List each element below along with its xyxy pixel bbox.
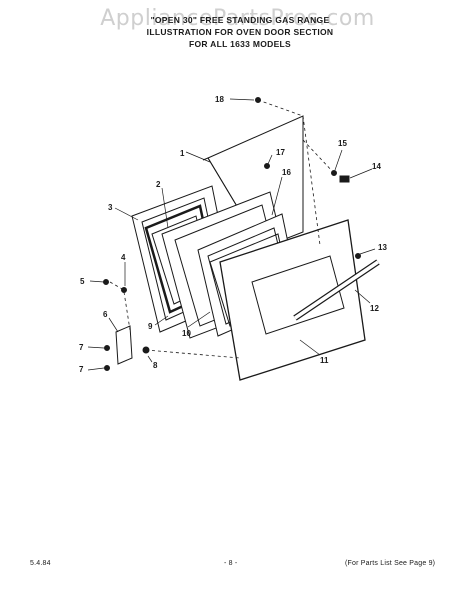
callout-11: 11 — [320, 356, 329, 365]
callout-5: 5 — [80, 277, 85, 286]
callout-13: 13 — [378, 243, 387, 252]
callout-12: 12 — [370, 304, 379, 313]
title-line-3: FOR ALL 1633 MODELS — [188, 39, 292, 49]
callout-9: 9 — [148, 322, 153, 331]
footer-page-number: - 8 - — [224, 560, 238, 567]
part-screw-13 — [355, 253, 361, 259]
part-screw-4 — [121, 287, 127, 293]
callout-8: 8 — [153, 361, 158, 370]
callout-14: 14 — [372, 162, 381, 171]
callout-4: 4 — [121, 253, 126, 262]
part-outer-door-window — [251, 255, 345, 335]
callout-15: 15 — [338, 139, 347, 148]
watermark-logo: AppliancePartsPros.com — [100, 6, 375, 31]
part-screw-7a — [104, 345, 110, 351]
title-line-1: "OPEN 30" FREE STANDING GAS RANGE — [150, 15, 330, 25]
callout-18: 18 — [215, 95, 224, 104]
part-screw-17 — [264, 163, 270, 169]
callout-7-upper: 7 — [79, 343, 84, 352]
assembly-lines — [109, 99, 335, 359]
footer-date: 5.4.84 — [30, 560, 51, 567]
callout-7-lower: 7 — [79, 365, 84, 374]
footer-parts-list-note: (For Parts List See Page 9) — [345, 560, 436, 567]
part-screw-7b — [104, 365, 110, 371]
part-clip-14 — [339, 175, 350, 183]
part-door-handle-shade — [294, 260, 379, 320]
callout-3: 3 — [108, 203, 113, 212]
part-screw-5 — [103, 279, 109, 285]
title-line-2: ILLUSTRATION FOR OVEN DOOR SECTION — [146, 27, 334, 37]
callout-17: 17 — [276, 148, 285, 157]
callout-16: 16 — [282, 168, 291, 177]
diagram-title: "OPEN 30" FREE STANDING GAS RANGE ILLUST… — [90, 14, 390, 50]
part-hinge — [115, 325, 133, 365]
callout-1: 1 — [180, 149, 185, 158]
part-outer-door-panel — [219, 219, 366, 381]
callout-6: 6 — [103, 310, 108, 319]
callout-10: 10 — [182, 329, 191, 338]
callout-2: 2 — [156, 180, 161, 189]
leader-lines — [87, 98, 376, 371]
